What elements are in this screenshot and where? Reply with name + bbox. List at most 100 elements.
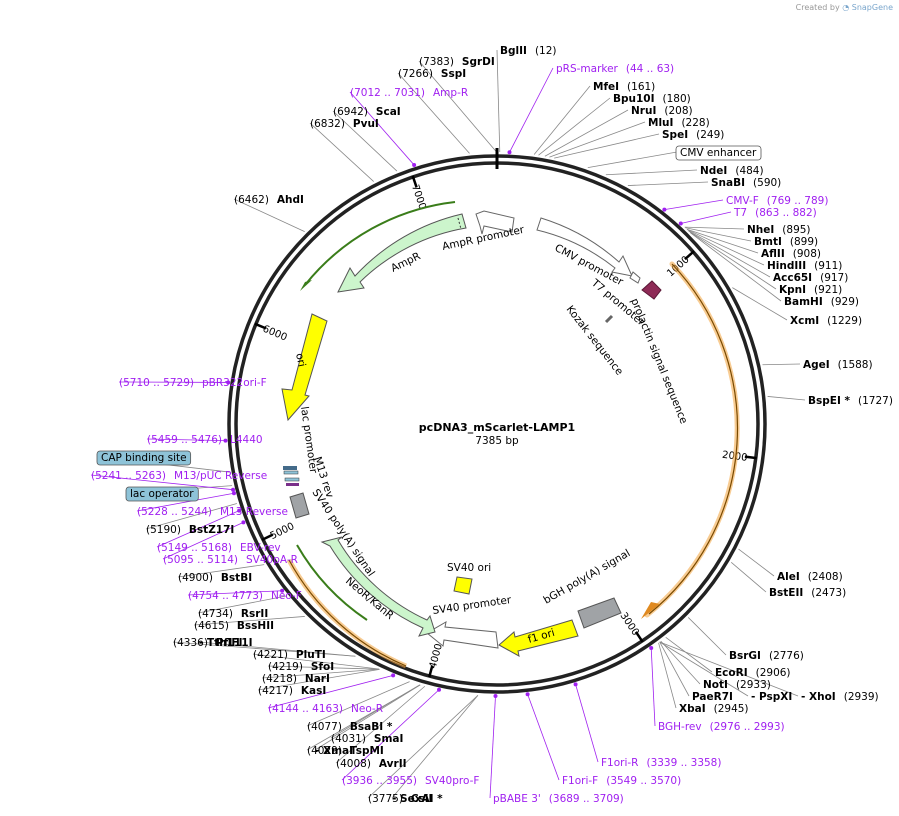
site-label-ahdi[interactable]: (6462)AhdI bbox=[234, 194, 304, 206]
site-label-xbai[interactable]: XbaI(2945) bbox=[679, 703, 749, 715]
site-label-ebv-rev[interactable]: (5149 .. 5168)EBV-rev bbox=[157, 542, 281, 554]
site-text: - Tth111I bbox=[199, 637, 253, 649]
site-label-xmai[interactable]: - XmaI bbox=[315, 745, 353, 757]
site-name: TspMI bbox=[350, 745, 384, 757]
site-position: (590) bbox=[753, 177, 781, 189]
kozak-shape bbox=[604, 314, 614, 324]
site-label-xcmi[interactable]: XcmI(1229) bbox=[790, 315, 862, 327]
site-label-kpni[interactable]: KpnI(921) bbox=[779, 284, 842, 296]
site-label-nari[interactable]: (4218)NarI bbox=[262, 673, 330, 685]
site-position: (5149 .. 5168) bbox=[157, 542, 232, 554]
site-label-sexai[interactable]: - SexAI * bbox=[392, 793, 443, 805]
site-label-pbr322ori-f[interactable]: (5710 .. 5729)pBR322ori-F bbox=[119, 377, 267, 389]
site-label-smai[interactable]: (4031)SmaI bbox=[331, 733, 403, 745]
site-label-acc65i[interactable]: Acc65I(917) bbox=[773, 272, 848, 284]
site-label-sv40pro-f[interactable]: (3936 .. 3955)SV40pro-F bbox=[342, 775, 479, 787]
site-label-pspxi[interactable]: - PspXI bbox=[751, 691, 792, 703]
site-label-sv40pa-r[interactable]: (5095 .. 5114)SV40pA-R bbox=[163, 554, 298, 566]
site-text: NotI(2933) bbox=[703, 679, 771, 691]
site-label-f1ori-f[interactable]: F1ori-F(3549 .. 3570) bbox=[562, 775, 681, 787]
site-label-bsrgi[interactable]: BsrGI(2776) bbox=[729, 650, 804, 662]
site-label-l4440[interactable]: (5459 .. 5476)L4440 bbox=[147, 434, 263, 446]
leader-line bbox=[664, 199, 724, 210]
site-name: ScaI bbox=[376, 106, 401, 118]
site-label-mfei[interactable]: MfeI(161) bbox=[593, 81, 655, 93]
site-text: MfeI(161) bbox=[593, 81, 655, 93]
site-label-ecori[interactable]: EcoRI(2906) bbox=[715, 667, 791, 679]
site-label-neo-r[interactable]: (4144 .. 4163)Neo-R bbox=[268, 703, 383, 715]
site-label-avrii[interactable]: (4008)AvrII bbox=[336, 758, 407, 770]
site-label-hindiii[interactable]: HindIII(911) bbox=[767, 260, 842, 272]
site-label-scai[interactable]: (6942)ScaI bbox=[333, 106, 401, 118]
site-name: NdeI bbox=[700, 165, 727, 177]
site-text: (5459 .. 5476)L4440 bbox=[147, 434, 263, 446]
site-label-bsteii[interactable]: BstEII(2473) bbox=[769, 587, 846, 599]
site-name: - Tth111I bbox=[199, 637, 253, 649]
site-name: Acc65I bbox=[773, 272, 812, 284]
leader-lines bbox=[90, 49, 806, 799]
site-label-f1ori-r[interactable]: F1ori-R(3339 .. 3358) bbox=[601, 757, 721, 769]
site-label-csii[interactable]: (3775)CsiI bbox=[368, 793, 432, 805]
site-label-bmti[interactable]: BmtI(899) bbox=[754, 236, 818, 248]
site-label-aflii[interactable]: AflII(908) bbox=[761, 248, 821, 260]
site-label-rsrii[interactable]: (4734)RsrII bbox=[198, 608, 268, 620]
site-label-neo-f[interactable]: (4754 .. 4773)Neo-F bbox=[188, 590, 302, 602]
site-label-bsabi[interactable]: (4077)BsaBI * bbox=[307, 721, 393, 733]
leader-line bbox=[688, 230, 771, 278]
site-name: CAP binding site bbox=[101, 452, 187, 464]
site-label-sfoi[interactable]: (4219)SfoI bbox=[268, 661, 334, 673]
site-label-m13-reverse[interactable]: (5228 .. 5244)M13 Reverse bbox=[137, 506, 288, 518]
site-label-bpu10i[interactable]: Bpu10I(180) bbox=[613, 93, 691, 105]
site-label-pbabe-3[interactable]: pBABE 3'(3689 .. 3709) bbox=[493, 793, 624, 805]
site-label-bamhi[interactable]: BamHI(929) bbox=[784, 296, 859, 308]
site-label-mlui[interactable]: MluI(228) bbox=[648, 117, 710, 129]
site-label-pvui[interactable]: (6832)PvuI bbox=[310, 118, 379, 130]
site-label-noti[interactable]: NotI(2933) bbox=[703, 679, 771, 691]
site-label-nrui[interactable]: NruI(208) bbox=[631, 105, 693, 117]
site-label-snabi[interactable]: SnaBI(590) bbox=[711, 177, 781, 189]
site-label-tth111i[interactable]: - Tth111I bbox=[199, 637, 253, 649]
site-label-alei[interactable]: AleI(2408) bbox=[777, 571, 843, 583]
site-name: M13 Reverse bbox=[220, 506, 288, 518]
site-label-xhoi[interactable]: - XhoI(2939) bbox=[801, 691, 879, 703]
site-name: pBR322ori-F bbox=[202, 377, 267, 389]
site-label-bstz17i[interactable]: (5190)BstZ17I bbox=[146, 524, 234, 536]
site-text: CAP binding site bbox=[101, 452, 187, 464]
site-label-sgrdi[interactable]: (7383)SgrDI bbox=[419, 56, 495, 68]
site-text: (4029)TspMI bbox=[307, 745, 384, 757]
leader-line bbox=[509, 67, 554, 153]
site-label-tspmi[interactable]: (4029)TspMI bbox=[307, 745, 384, 757]
primer-marker bbox=[662, 207, 667, 212]
site-label-bglii[interactable]: BglII(12) bbox=[500, 45, 557, 57]
site-label-m13-puc-reverse[interactable]: (5241 .. 5263)M13/pUC Reverse bbox=[91, 470, 267, 482]
site-label-sspi[interactable]: (7266)SspI bbox=[398, 68, 466, 80]
site-position: (249) bbox=[696, 129, 724, 141]
site-label-agei[interactable]: AgeI(1588) bbox=[803, 359, 873, 371]
site-text: - PspXI bbox=[751, 691, 792, 703]
site-label-bspei[interactable]: BspEI *(1727) bbox=[808, 395, 893, 407]
site-text: (5228 .. 5244)M13 Reverse bbox=[137, 506, 288, 518]
site-name: KasI bbox=[301, 685, 326, 697]
site-label-bstbi[interactable]: (4900)BstBI bbox=[178, 572, 252, 584]
site-name: BsaBI * bbox=[350, 721, 393, 733]
site-label-cmv-f[interactable]: CMV-F(769 .. 789) bbox=[726, 195, 828, 207]
site-label-paer7i[interactable]: PaeR7I bbox=[692, 691, 733, 703]
site-label-bsshii[interactable]: (4615)BssHII bbox=[194, 620, 274, 632]
site-position: (921) bbox=[814, 284, 842, 296]
site-label-amp-r[interactable]: (7012 .. 7031)Amp-R bbox=[350, 87, 468, 99]
site-label-cmv-enhancer[interactable]: CMV enhancer bbox=[675, 145, 762, 161]
site-label-t7[interactable]: T7(863 .. 882) bbox=[733, 207, 817, 219]
site-name: SmaI bbox=[374, 733, 404, 745]
site-text: BmtI(899) bbox=[754, 236, 818, 248]
site-label-cap-binding-site[interactable]: CAP binding site bbox=[96, 450, 192, 466]
site-label-prs-marker[interactable]: pRS-marker(44 .. 63) bbox=[556, 63, 674, 75]
site-label-ndei[interactable]: NdeI(484) bbox=[700, 165, 764, 177]
sv40-polya-shape bbox=[289, 492, 310, 519]
site-label-nhei[interactable]: NheI(895) bbox=[747, 224, 811, 236]
site-label-pluti[interactable]: (4221)PluTI bbox=[253, 649, 326, 661]
site-label-lac-operator[interactable]: lac operator bbox=[125, 486, 199, 502]
site-label-bgh-rev[interactable]: BGH-rev(2976 .. 2993) bbox=[658, 721, 785, 733]
site-label-spei[interactable]: SpeI(249) bbox=[662, 129, 724, 141]
site-label-pflfi[interactable]: (4336)PflFI bbox=[173, 637, 242, 649]
site-label-kasi[interactable]: (4217)KasI bbox=[258, 685, 326, 697]
